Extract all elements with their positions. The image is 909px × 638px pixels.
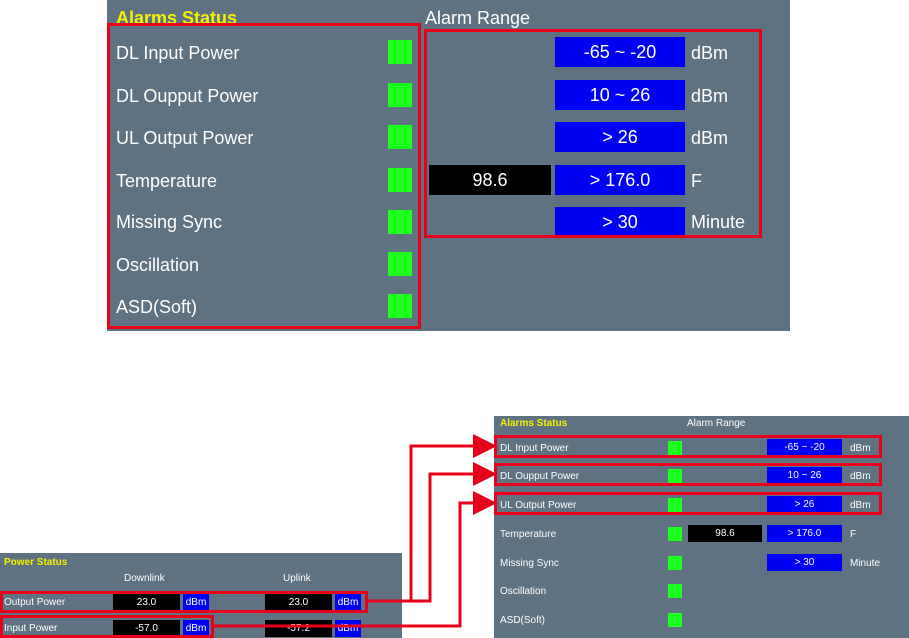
row-label-missing-sync-small: Missing Sync — [500, 558, 559, 569]
power-status-title: Power Status — [4, 557, 68, 568]
status-led-asd-soft — [388, 294, 412, 318]
input-power-downlink-value: -57.0 — [113, 620, 180, 637]
row-label-dl-input-power: DL Input Power — [116, 43, 240, 63]
alarms-status-panel-large: Alarms Status Alarm Range DL Input Power… — [107, 0, 790, 331]
input-power-uplink-value: -57.2 — [265, 620, 332, 637]
alarm-range-dl-output-power[interactable]: 10 ~ 26 — [555, 80, 685, 110]
row-label-oscillation-small: Oscillation — [500, 586, 547, 597]
unit-dl-output-power: dBm — [691, 86, 729, 106]
status-led-dl-input-power-small — [668, 441, 682, 455]
row-label-dl-output-power-small: DL Oupput Power — [500, 471, 580, 482]
highlight-box-alarm-list — [107, 23, 421, 329]
alarm-range-dl-output-power-small[interactable]: 10 ~ 26 — [767, 467, 842, 484]
alarm-range-dl-input-power-small[interactable]: -65 ~ -20 — [767, 439, 842, 456]
row-label-output-power: Output Power — [4, 597, 66, 608]
alarm-range-temperature[interactable]: > 176.0 — [555, 165, 685, 195]
status-led-dl-output-power — [388, 83, 412, 107]
row-label-asd-soft-small: ASD(Soft) — [500, 615, 546, 626]
status-led-temperature-small — [668, 527, 682, 541]
highlight-box-output-power — [0, 591, 368, 613]
temperature-value-small: 98.6 — [688, 525, 762, 542]
status-led-dl-input-power — [388, 40, 412, 64]
output-power-uplink-unit: dBm — [335, 594, 361, 611]
row-label-ul-output-power: UL Output Power — [116, 128, 254, 148]
status-led-ul-output-power-small — [668, 498, 682, 512]
unit-temperature: F — [691, 171, 702, 191]
status-led-missing-sync — [388, 210, 412, 234]
row-label-missing-sync: Missing Sync — [116, 212, 223, 232]
column-header-uplink: Uplink — [283, 573, 311, 584]
unit-temperature-small: F — [850, 529, 857, 540]
temperature-value: 98.6 — [429, 165, 551, 195]
row-label-ul-output-power-small: UL Output Power — [500, 500, 577, 511]
row-label-oscillation: Oscillation — [116, 255, 200, 275]
status-led-dl-output-power-small — [668, 469, 682, 483]
unit-dl-input-power-small: dBm — [850, 443, 871, 454]
unit-missing-sync: Minute — [691, 212, 746, 232]
output-power-uplink-value: 23.0 — [265, 594, 332, 611]
alarm-range-missing-sync-small[interactable]: > 30 — [767, 554, 842, 571]
column-header-downlink: Downlink — [124, 573, 165, 584]
unit-missing-sync-small: Minute — [850, 558, 881, 569]
unit-dl-input-power: dBm — [691, 43, 729, 63]
row-label-input-power: Input Power — [4, 623, 58, 634]
row-label-asd-soft: ASD(Soft) — [116, 297, 198, 317]
row-label-dl-input-power-small: DL Input Power — [500, 443, 569, 454]
alarms-status-title-small: Alarms Status — [500, 418, 568, 429]
alarm-range-ul-output-power[interactable]: > 26 — [555, 122, 685, 152]
status-led-oscillation-small — [668, 584, 682, 598]
highlight-box-input-power — [0, 615, 214, 638]
row-label-temperature: Temperature — [116, 171, 218, 191]
status-led-ul-output-power — [388, 125, 412, 149]
alarms-status-panel-small: Alarms Status Alarm Range DL Input Power… — [494, 416, 909, 638]
highlight-box-alarm-range — [424, 29, 762, 238]
alarm-range-title: Alarm Range — [425, 8, 531, 28]
output-power-downlink-value: 23.0 — [113, 594, 180, 611]
status-led-missing-sync-small — [668, 556, 682, 570]
alarm-range-ul-output-power-small[interactable]: > 26 — [767, 496, 842, 513]
alarm-range-missing-sync[interactable]: > 30 — [555, 207, 685, 237]
output-power-downlink-unit: dBm — [183, 594, 209, 611]
alarm-range-dl-input-power[interactable]: -65 ~ -20 — [555, 37, 685, 67]
power-status-panel: Power Status Downlink Uplink Output Powe… — [0, 553, 402, 638]
status-led-oscillation — [388, 252, 412, 276]
unit-ul-output-power-small: dBm — [850, 500, 871, 511]
row-label-dl-output-power: DL Oupput Power — [116, 86, 259, 106]
arrow-output-power-to-dl-output — [368, 462, 497, 603]
input-power-uplink-unit: dBm — [335, 620, 361, 637]
arrow-input-power-to-ul-output — [214, 491, 497, 628]
input-power-downlink-unit: dBm — [183, 620, 209, 637]
unit-ul-output-power: dBm — [691, 128, 729, 148]
status-led-temperature — [388, 168, 412, 192]
alarm-range-title-small: Alarm Range — [687, 418, 746, 429]
row-label-temperature-small: Temperature — [500, 529, 557, 540]
unit-dl-output-power-small: dBm — [850, 471, 871, 482]
status-led-asd-soft-small — [668, 613, 682, 627]
alarm-range-temperature-small[interactable]: > 176.0 — [767, 525, 842, 542]
